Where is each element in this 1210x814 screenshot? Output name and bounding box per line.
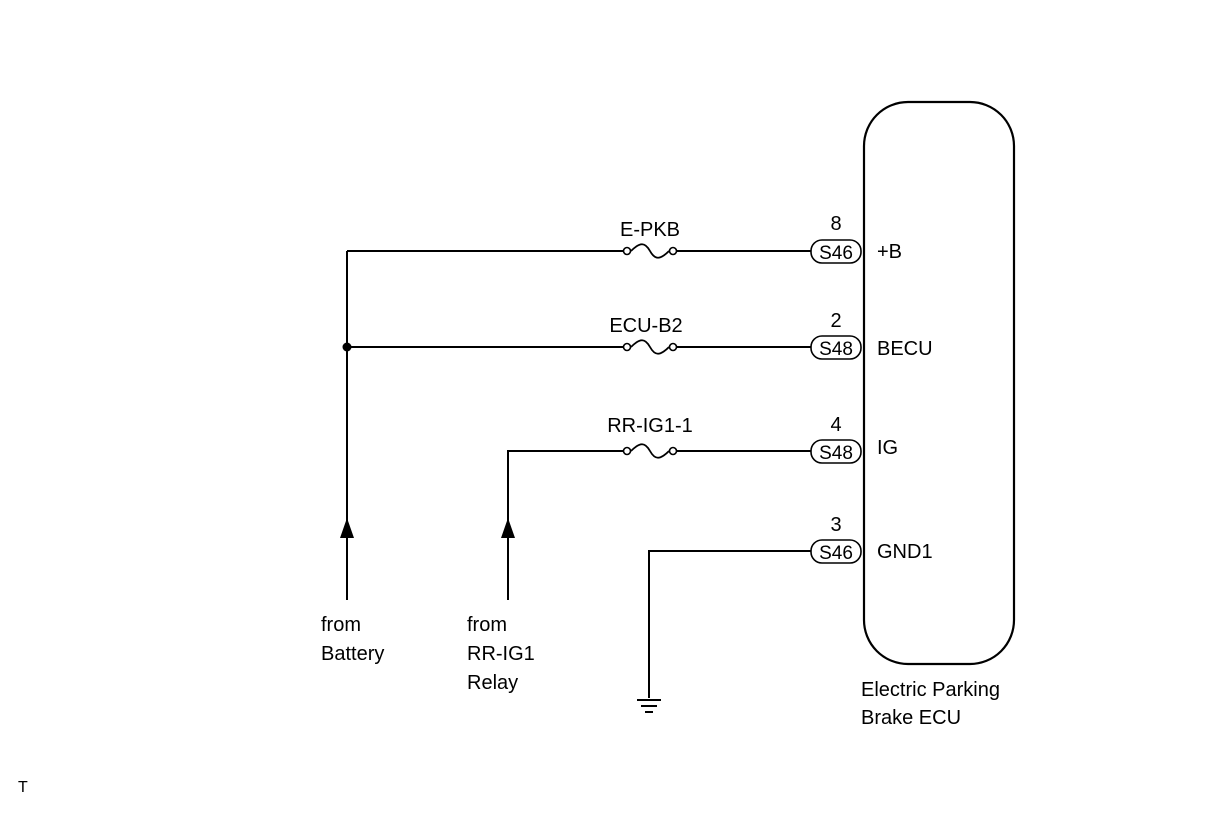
fuse-symbol bbox=[622, 339, 678, 355]
connector-s48-third bbox=[810, 439, 862, 464]
fuse-symbol bbox=[622, 443, 678, 459]
relay-label-line3: Relay bbox=[467, 672, 518, 694]
terminal-label: +B bbox=[877, 241, 902, 263]
relay-wire bbox=[507, 450, 625, 600]
relay-label-line1: from bbox=[467, 614, 507, 636]
connector-s46-bottom bbox=[810, 539, 862, 564]
arrow-up-icon bbox=[501, 518, 515, 538]
terminal-label: GND1 bbox=[877, 541, 933, 563]
ecu-name-line1: Electric Parking bbox=[861, 679, 1000, 701]
connector-label: S48 bbox=[819, 443, 853, 464]
connector-label: S46 bbox=[819, 543, 853, 564]
battery-label-line1: from bbox=[321, 614, 361, 636]
fuse-label: ECU-B2 bbox=[609, 315, 682, 337]
pin-number: 2 bbox=[830, 310, 841, 332]
ecu-body bbox=[862, 100, 1016, 666]
pin-number: 3 bbox=[830, 514, 841, 536]
ground-symbol bbox=[637, 699, 661, 713]
connector-s46-top bbox=[810, 239, 862, 264]
fuse-label: RR-IG1-1 bbox=[607, 415, 693, 437]
ecu-name-line2: Brake ECU bbox=[861, 707, 961, 729]
terminal-label: IG bbox=[877, 437, 898, 459]
relay-label-line2: RR-IG1 bbox=[467, 643, 535, 665]
fuse-label: E-PKB bbox=[620, 219, 680, 241]
pin-number: 4 bbox=[830, 414, 841, 436]
arrow-up-icon bbox=[340, 518, 354, 538]
terminal-label: BECU bbox=[877, 338, 933, 360]
fuse-symbol bbox=[622, 243, 678, 259]
battery-label-line2: Battery bbox=[321, 643, 384, 665]
ground-wire bbox=[648, 550, 811, 698]
pin-number: 8 bbox=[830, 213, 841, 235]
connector-label: S46 bbox=[819, 243, 853, 264]
connector-label: S48 bbox=[819, 339, 853, 360]
connector-s48-second bbox=[810, 335, 862, 360]
corner-mark: T bbox=[18, 779, 28, 796]
